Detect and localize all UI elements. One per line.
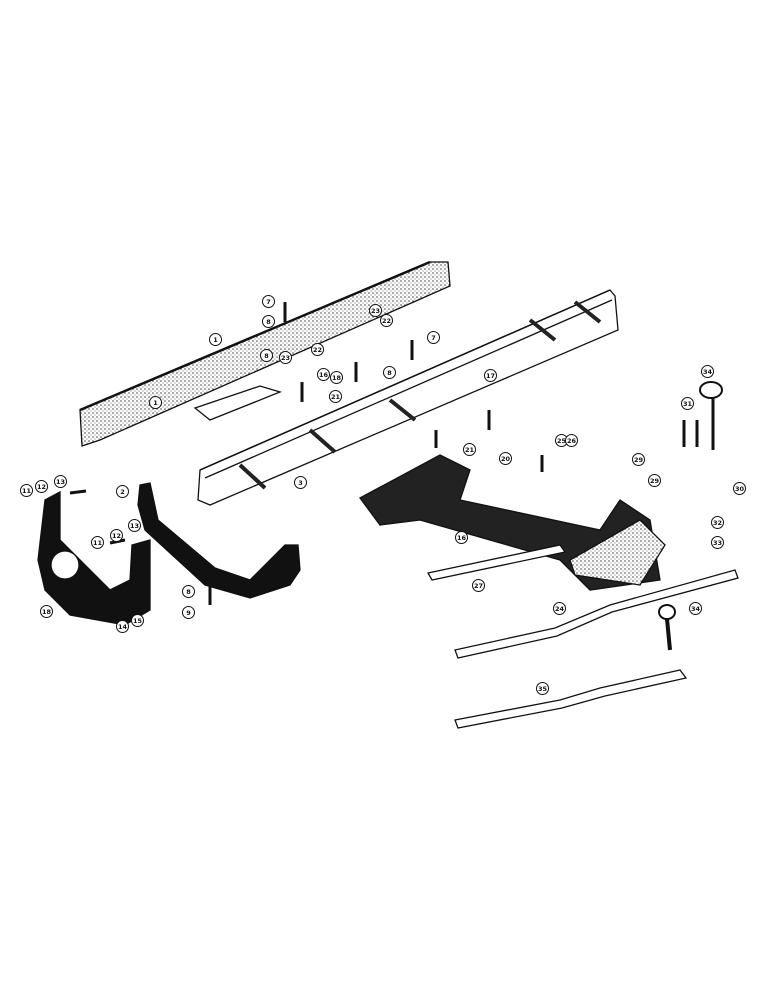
callout-16: 16 bbox=[455, 531, 468, 544]
callout-12: 12 bbox=[110, 529, 123, 542]
callout-13: 13 bbox=[54, 475, 67, 488]
callout-29: 29 bbox=[648, 474, 661, 487]
callout-7: 7 bbox=[262, 295, 275, 308]
callout-22: 22 bbox=[380, 314, 393, 327]
callout-9: 9 bbox=[182, 606, 195, 619]
callout-18: 18 bbox=[330, 371, 343, 384]
callout-3: 3 bbox=[294, 476, 307, 489]
callout-23: 23 bbox=[279, 351, 292, 364]
callout-13: 13 bbox=[128, 519, 141, 532]
callout-15: 15 bbox=[131, 614, 144, 627]
front-support bbox=[359, 454, 666, 591]
callout-12: 12 bbox=[35, 480, 48, 493]
frame-rail-right bbox=[197, 289, 619, 506]
callout-31: 31 bbox=[681, 397, 694, 410]
callout-34: 34 bbox=[689, 602, 702, 615]
callout-21: 21 bbox=[329, 390, 342, 403]
callout-18: 18 bbox=[40, 605, 53, 618]
left-bracket bbox=[37, 490, 151, 626]
callout-34: 34 bbox=[701, 365, 714, 378]
callout-2: 2 bbox=[116, 485, 129, 498]
pin-34-bottom bbox=[658, 604, 676, 651]
pin-34-top bbox=[699, 381, 723, 450]
callout-30: 30 bbox=[733, 482, 746, 495]
callout-8: 8 bbox=[182, 585, 195, 598]
callout-25: 25 bbox=[555, 434, 568, 447]
callout-11: 11 bbox=[91, 536, 104, 549]
callout-23: 23 bbox=[369, 304, 382, 317]
callout-21: 21 bbox=[463, 443, 476, 456]
callout-33: 33 bbox=[711, 536, 724, 549]
callout-35: 35 bbox=[536, 682, 549, 695]
callout-11: 11 bbox=[20, 484, 33, 497]
radius-rod-35 bbox=[454, 669, 688, 729]
callout-1: 1 bbox=[209, 333, 222, 346]
callout-14: 14 bbox=[116, 620, 129, 633]
radius-rod-27 bbox=[426, 544, 567, 581]
callout-24: 24 bbox=[553, 602, 566, 615]
callout-17: 17 bbox=[484, 369, 497, 382]
callout-8: 8 bbox=[262, 315, 275, 328]
callout-8: 8 bbox=[383, 366, 396, 379]
callout-20: 20 bbox=[499, 452, 512, 465]
radius-rod-24 bbox=[454, 569, 739, 659]
callout-8: 8 bbox=[260, 349, 273, 362]
callout-7: 7 bbox=[427, 331, 440, 344]
callout-16: 16 bbox=[317, 368, 330, 381]
callout-27: 27 bbox=[472, 579, 485, 592]
callout-26: 26 bbox=[565, 434, 578, 447]
brace bbox=[137, 482, 301, 599]
callout-1: 1 bbox=[149, 396, 162, 409]
callout-22: 22 bbox=[311, 343, 324, 356]
callout-32: 32 bbox=[711, 516, 724, 529]
callout-29: 29 bbox=[632, 453, 645, 466]
